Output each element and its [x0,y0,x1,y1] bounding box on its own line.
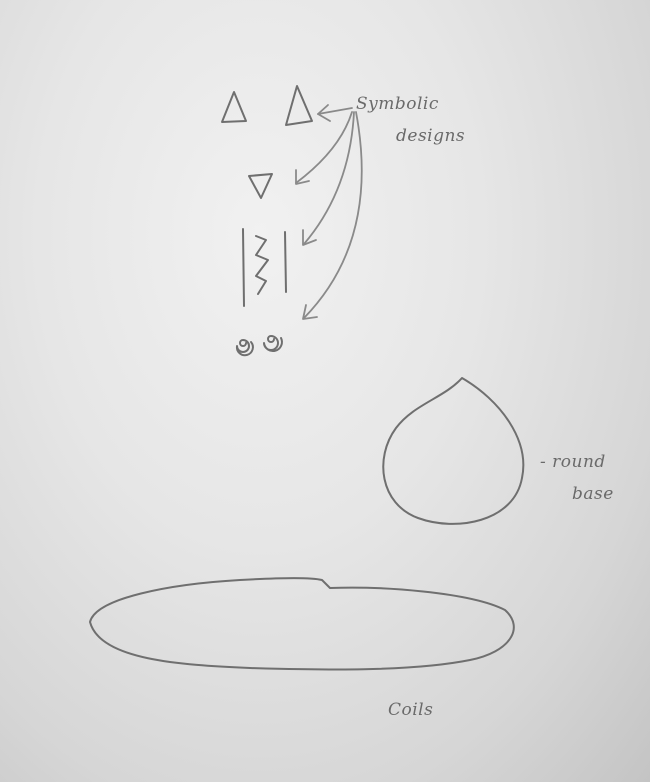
arrow-to-triangle-up [317,107,353,115]
label-coils: Coils [388,700,434,720]
triangle-up-left [221,91,247,123]
triangle-up-right [285,85,313,126]
arrowhead-triangle-up [317,104,331,122]
round-base-shape [382,377,525,525]
arrowhead-triangle-down [295,169,310,185]
triangle-down [248,173,273,199]
label-symbolic: Symbolic [356,94,439,114]
spiral-right [263,335,283,352]
vertical-line-left [242,228,245,307]
spiral-left [235,339,254,357]
label-round: - round [540,452,606,472]
arrowhead-zigzag [302,229,317,246]
arrowhead-spirals [302,304,318,320]
arrow-to-triangle-down [295,111,353,184]
label-designs: designs [396,126,466,146]
coils-shape [89,577,515,671]
arrow-to-spirals [303,111,363,319]
vertical-line-right [284,231,287,293]
zigzag-mark [255,235,269,295]
arrow-to-zigzag [303,111,355,245]
label-base: base [572,484,614,504]
